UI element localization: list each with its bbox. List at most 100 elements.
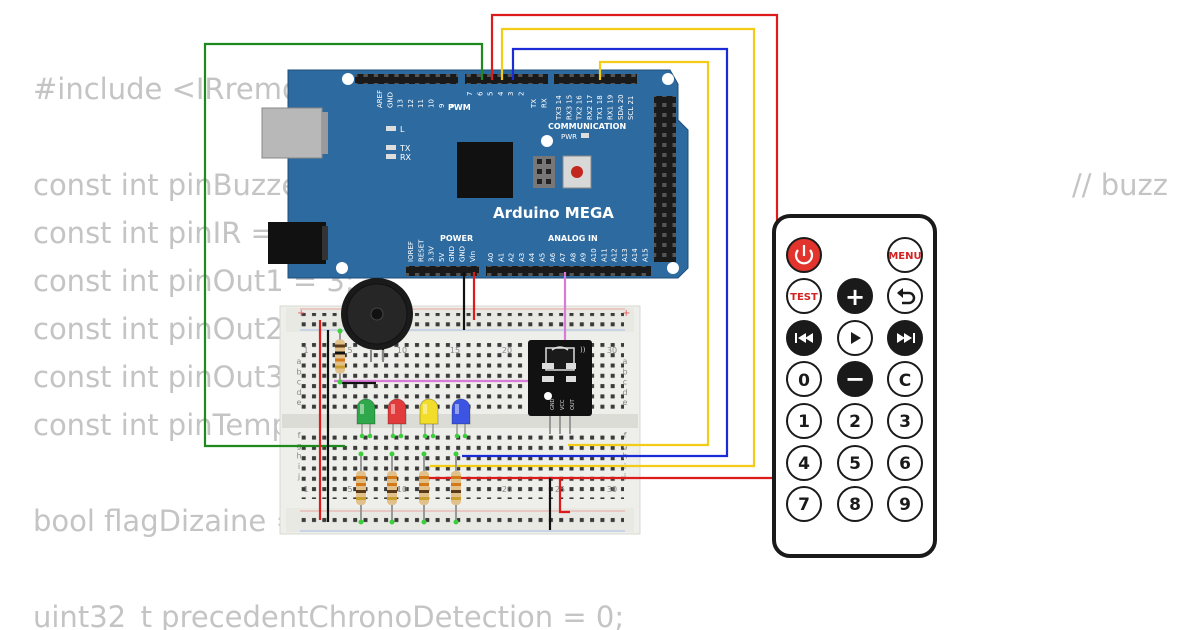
arduino-mega-board: Arduino MEGA PWM COMMUNICATION POWER ANA… bbox=[261, 69, 689, 279]
pin-label: A10 bbox=[590, 248, 598, 262]
column-number: 30 bbox=[607, 346, 617, 355]
digit-label: 1 bbox=[798, 412, 810, 432]
clear-label: C bbox=[899, 371, 911, 391]
column-number: 20 bbox=[502, 346, 512, 355]
play-button[interactable] bbox=[837, 320, 873, 356]
pin-label: A7 bbox=[559, 253, 567, 262]
pin-label: TX1 18 bbox=[596, 95, 604, 121]
pin-label: GND bbox=[459, 246, 467, 262]
digit-7-button[interactable]: 7 bbox=[786, 486, 822, 522]
pin-label: RX3 15 bbox=[565, 95, 573, 120]
test-button[interactable]: TEST bbox=[786, 278, 822, 314]
row-letter: e bbox=[623, 398, 628, 407]
sensor-pin-gnd-label: GND bbox=[550, 398, 556, 410]
plus-button[interactable]: + bbox=[837, 278, 873, 314]
column-number: 30 bbox=[607, 485, 617, 494]
digit-3-button[interactable]: 3 bbox=[887, 403, 923, 439]
row-letter: d bbox=[622, 388, 627, 397]
minus-button[interactable]: − bbox=[837, 361, 873, 397]
skip-back-icon bbox=[795, 333, 813, 343]
column-number: 1 bbox=[303, 346, 308, 355]
pin-label: A14 bbox=[631, 248, 639, 262]
digit-label: 2 bbox=[849, 412, 861, 432]
sensor-pin-vcc-label: VCC bbox=[560, 399, 566, 410]
temperature-sensor-module: )) GND VCC OUT bbox=[528, 340, 592, 434]
wire-green bbox=[203, 42, 484, 448]
row-letter: c bbox=[623, 378, 627, 387]
column-number: 10 bbox=[397, 346, 407, 355]
header-communication bbox=[554, 74, 637, 84]
menu-button[interactable]: MENU bbox=[887, 237, 923, 273]
row-letter: e bbox=[297, 398, 302, 407]
pin-label: A15 bbox=[642, 248, 650, 262]
led-tx-label: TX bbox=[399, 144, 411, 153]
return-arrow-icon bbox=[897, 288, 916, 305]
leds bbox=[356, 398, 471, 439]
reset-button[interactable] bbox=[562, 155, 592, 189]
column-number: 5 bbox=[347, 346, 352, 355]
led bbox=[387, 398, 407, 439]
power-label: POWER bbox=[440, 234, 473, 243]
menu-label: MENU bbox=[888, 251, 921, 262]
row-letter: c bbox=[297, 378, 301, 387]
sensor-pin-out-label: OUT bbox=[570, 398, 576, 410]
microcontroller-chip bbox=[457, 142, 513, 198]
pin-label: 5V bbox=[438, 253, 446, 262]
header-digital-pwm bbox=[465, 74, 548, 84]
rail-plus: + bbox=[622, 308, 630, 319]
led bbox=[356, 398, 376, 439]
next-button[interactable] bbox=[887, 320, 923, 356]
wire-red-signal bbox=[420, 13, 779, 480]
digit-5-button[interactable]: 5 bbox=[837, 445, 873, 481]
resistor bbox=[451, 451, 461, 525]
row-letter: a bbox=[297, 357, 302, 366]
row-letter: f bbox=[624, 431, 627, 440]
pin-label: Vin bbox=[469, 251, 477, 262]
resistor bbox=[387, 451, 397, 525]
pin-label: A3 bbox=[518, 253, 526, 262]
column-number: 5 bbox=[347, 485, 352, 494]
header-digital-right bbox=[654, 96, 676, 262]
column-number: 1 bbox=[303, 485, 308, 494]
plus-label: + bbox=[845, 283, 865, 311]
digit-2-button[interactable]: 2 bbox=[837, 403, 873, 439]
pin-label: GND bbox=[386, 92, 394, 108]
digit-label: 7 bbox=[798, 495, 810, 515]
digit-0-button[interactable]: 0 bbox=[786, 361, 822, 397]
pin-label: 4 bbox=[497, 91, 505, 96]
pin-label: 5 bbox=[487, 92, 495, 96]
pin-label: 3 bbox=[507, 92, 515, 96]
pin-label: 8 bbox=[448, 104, 456, 108]
row-letter: d bbox=[296, 388, 301, 397]
digit-4-button[interactable]: 4 bbox=[786, 445, 822, 481]
pin-label: 12 bbox=[407, 99, 415, 108]
analog-in-label: ANALOG IN bbox=[548, 234, 598, 243]
pin-label: 2 bbox=[518, 92, 526, 96]
pin-label: 9 bbox=[438, 104, 446, 108]
pin-label: A9 bbox=[580, 253, 588, 262]
pwr-label: PWR bbox=[561, 133, 577, 141]
digit-label: 8 bbox=[849, 495, 861, 515]
row-letter: h bbox=[296, 452, 301, 461]
wire-yellow-1 bbox=[430, 27, 756, 468]
power-jack bbox=[268, 222, 326, 264]
power-icon bbox=[794, 245, 814, 265]
clear-button[interactable]: C bbox=[887, 361, 923, 397]
previous-button[interactable] bbox=[786, 320, 822, 356]
pin-label: 10 bbox=[428, 99, 436, 108]
svg-text:)): )) bbox=[580, 346, 586, 354]
digit-9-button[interactable]: 9 bbox=[887, 486, 923, 522]
digit-1-button[interactable]: 1 bbox=[786, 403, 822, 439]
resistors bbox=[335, 328, 461, 525]
digit-8-button[interactable]: 8 bbox=[837, 486, 873, 522]
digit-6-button[interactable]: 6 bbox=[887, 445, 923, 481]
pin-label: A11 bbox=[600, 248, 608, 262]
pin-label: 7 bbox=[466, 92, 474, 96]
wires bbox=[203, 13, 779, 530]
power-button[interactable] bbox=[786, 237, 822, 273]
header-power bbox=[406, 266, 479, 276]
pin-label: A12 bbox=[611, 248, 619, 262]
return-button[interactable] bbox=[887, 278, 923, 314]
row-letter: j bbox=[297, 472, 300, 481]
